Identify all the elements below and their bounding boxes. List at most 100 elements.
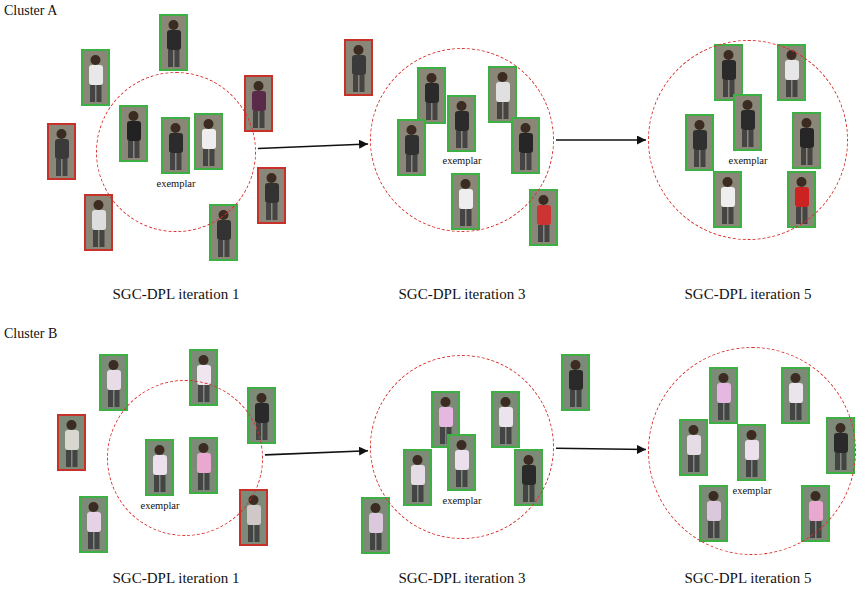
person-crop <box>489 67 516 122</box>
person-leg <box>256 423 261 440</box>
person-leg <box>63 159 68 176</box>
person-head <box>457 440 467 450</box>
person-leg <box>203 149 208 166</box>
iteration-arrow <box>265 451 368 455</box>
person-leg <box>377 533 382 550</box>
person-torso <box>795 187 809 207</box>
cluster-circle: exemplar <box>107 380 263 536</box>
crop-frame <box>492 392 519 447</box>
person-crop <box>190 350 217 405</box>
person-head <box>539 195 549 205</box>
person-leg <box>273 203 278 220</box>
crop-frame <box>448 435 475 490</box>
iteration-caption: SGC-DPL iteration 3 <box>399 570 526 587</box>
cluster-circle: exemplar <box>648 347 856 555</box>
person-crop <box>714 172 741 227</box>
crop-frame <box>738 425 765 480</box>
person-leg <box>456 131 461 148</box>
person-head <box>695 120 705 130</box>
person-leg <box>248 525 253 542</box>
person-crop <box>80 497 107 552</box>
crop-frame <box>512 118 539 173</box>
crop-frame <box>734 95 761 150</box>
person-crop <box>788 172 815 227</box>
person-head <box>787 50 797 60</box>
person-leg <box>419 485 424 502</box>
person-leg <box>817 521 822 538</box>
person-torso <box>352 55 366 75</box>
person-head <box>413 455 423 465</box>
person-torso <box>809 501 823 521</box>
person-leg <box>742 130 747 147</box>
person-leg <box>225 240 230 257</box>
person-leg <box>725 403 730 420</box>
person-torso <box>92 210 106 230</box>
person-leg <box>835 453 840 470</box>
person-head <box>57 129 67 139</box>
person-crop <box>146 440 173 495</box>
exemplar-label: exemplar <box>649 484 855 497</box>
crop-frame <box>362 498 389 553</box>
crop-frame <box>802 486 829 541</box>
person-leg <box>73 450 78 467</box>
person-torso <box>247 505 261 525</box>
person-crop <box>120 106 147 161</box>
person-torso <box>107 370 121 390</box>
person-leg <box>688 455 693 472</box>
person-torso <box>55 139 69 159</box>
crop-frame <box>258 168 285 223</box>
person-crop <box>362 498 389 553</box>
person-leg <box>266 203 271 220</box>
person-crop <box>802 486 829 541</box>
crop-frame <box>240 490 267 545</box>
cluster-title: Cluster A <box>4 3 57 19</box>
person-head <box>743 100 753 110</box>
crop-frame <box>793 113 820 168</box>
iteration-arrow <box>556 448 646 449</box>
person-leg <box>253 111 258 128</box>
crop-frame <box>782 368 809 423</box>
person-torso <box>87 512 101 532</box>
crop-frame <box>210 205 237 260</box>
crop-frame <box>85 195 112 250</box>
person-leg <box>97 85 102 102</box>
person-head <box>204 119 214 129</box>
crop-frame <box>489 67 516 122</box>
person-leg <box>746 460 751 477</box>
crop-frame <box>827 418 854 473</box>
iteration-caption: SGC-DPL iteration 1 <box>113 570 240 587</box>
person-torso <box>405 135 419 155</box>
person-head <box>67 420 77 430</box>
person-leg <box>168 50 173 67</box>
person-torso <box>197 365 211 385</box>
person-head <box>498 72 508 82</box>
person-head <box>689 425 699 435</box>
person-leg <box>90 85 95 102</box>
person-torso <box>217 220 231 240</box>
exemplar-label: exemplar <box>649 154 847 167</box>
crop-frame <box>162 118 189 173</box>
person-torso <box>197 453 211 473</box>
person-crop <box>734 95 761 150</box>
crop-frame <box>398 120 425 175</box>
person-torso <box>693 130 707 150</box>
person-leg <box>786 80 791 97</box>
person-head <box>89 502 99 512</box>
crop-frame <box>452 174 479 229</box>
crop-frame <box>515 450 542 505</box>
person-leg <box>749 130 754 147</box>
person-torso <box>522 465 536 485</box>
person-leg <box>718 403 723 420</box>
person-torso <box>265 183 279 203</box>
person-crop <box>448 96 475 151</box>
person-head <box>199 443 209 453</box>
person-leg <box>406 155 411 172</box>
person-torso <box>834 433 848 453</box>
person-head <box>109 360 119 370</box>
person-torso <box>65 430 79 450</box>
person-crop <box>515 450 542 505</box>
person-leg <box>701 150 706 167</box>
crop-frame <box>680 420 707 475</box>
person-crop <box>778 45 805 100</box>
crop-frame <box>404 450 431 505</box>
